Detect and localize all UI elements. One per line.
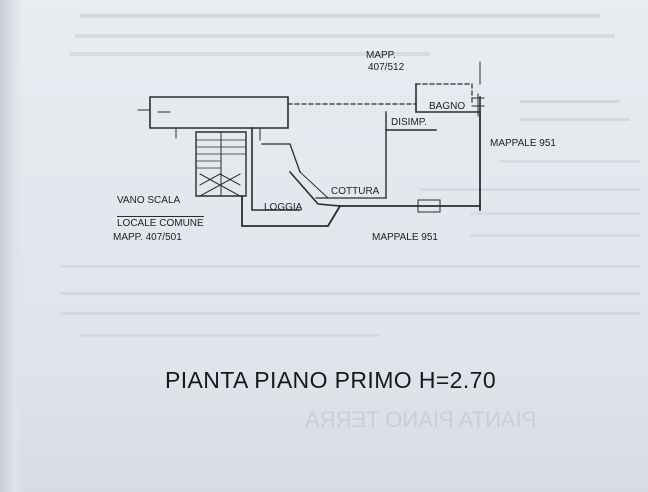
label-mappale-right: MAPPALE 951 — [490, 138, 556, 149]
label-mapp-top: MAPP. — [366, 50, 396, 61]
loggia-outline — [241, 195, 342, 227]
wall-pillar — [261, 143, 301, 173]
label-mappale-bottom: MAPPALE 951 — [372, 232, 438, 243]
stair-outline — [195, 131, 247, 197]
label-bagno: BAGNO — [429, 101, 466, 112]
bleed-through-heading: PIANTA PIANO TERRA — [305, 407, 537, 432]
window-bottom — [417, 199, 441, 213]
label-mapp-bottom: MAPP. 407/501 — [113, 232, 182, 243]
label-cottura: COTTURA — [331, 186, 380, 197]
wall-mid-left — [251, 127, 301, 211]
wall-tick-left — [137, 109, 171, 113]
label-mapp-top-num: 407/512 — [368, 62, 405, 73]
label-vano-scala: VANO SCALA — [117, 195, 181, 206]
wall-stair-top — [175, 127, 261, 141]
stair-treads — [195, 139, 247, 169]
stair-landing-x — [199, 173, 241, 197]
wall-loggia-diag-2 — [299, 171, 329, 199]
label-disimp: DISIMP. — [391, 117, 427, 128]
drawing-title: PIANTA PIANO PRIMO H=2.70 — [165, 367, 497, 393]
window-bagno — [471, 93, 485, 117]
wall-top-left — [149, 96, 289, 129]
dashed-boundary-right — [415, 83, 473, 103]
page-fold-shadow — [0, 0, 22, 492]
bagno-walls — [415, 83, 481, 113]
wall-loggia-diag — [288, 170, 341, 207]
label-loggia: LOGGIA — [264, 202, 303, 213]
label-locale-comune: LOCALE COMUNE — [117, 216, 204, 229]
